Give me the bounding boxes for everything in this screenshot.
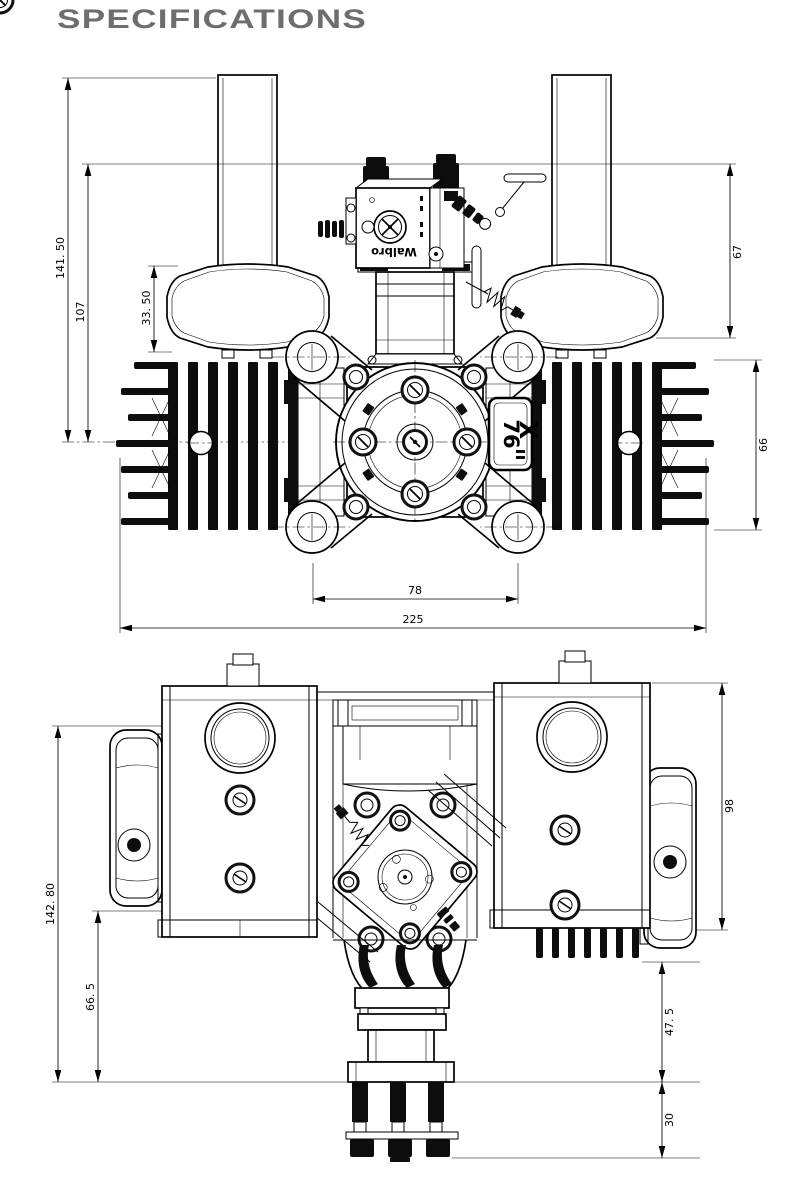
dim-overall-depth: 142. 80 [44, 883, 57, 925]
fuel-nipple [436, 906, 460, 932]
fuel-inlet-barb [318, 197, 357, 245]
walbro-logo-text: Walbro [371, 245, 417, 259]
muffler-side-left [109, 729, 167, 907]
badge-series: X [514, 421, 542, 440]
crankshaft-center [396, 423, 434, 461]
impulse-barb [451, 195, 492, 230]
choke-lever [495, 173, 547, 217]
dim-hub-length: 47. 5 [663, 1008, 676, 1036]
dim-muffler-height: 33. 50 [140, 291, 153, 326]
idle-screw-spring [333, 804, 370, 846]
head-screw [549, 814, 581, 921]
carburetor: Walbro [318, 154, 547, 320]
carburetor-top-view [332, 773, 507, 950]
cylinder-block-right [489, 650, 651, 958]
front-view: 141. 50 107 33. 50 67 66 78 225 [0, 0, 770, 633]
page-title: SPECIFICATIONS [57, 4, 368, 34]
muffler-stack-right [500, 74, 664, 359]
crankcase [0, 0, 497, 524]
dim-prop-bolt-length: 30 [663, 1113, 676, 1127]
pump-cover [361, 197, 407, 244]
dim-cylinder-height: 66 [757, 438, 770, 452]
engine-badge: 76 X [487, 396, 542, 472]
dim-head-width: 98 [723, 799, 736, 813]
head-screw [224, 784, 256, 894]
badge-model: 76 [499, 419, 523, 448]
front-view-dimensions: 141. 50 107 33. 50 67 66 78 225 [54, 77, 770, 633]
dim-carb-to-muffler: 67 [731, 245, 744, 259]
center-manifold [309, 691, 494, 963]
dim-mount-to-hub: 66. 5 [84, 983, 97, 1011]
dim-carb-to-crank: 107 [74, 302, 87, 323]
prop-studs [345, 1082, 459, 1162]
dim-overall-height: 141. 50 [54, 237, 67, 279]
flange-nubs [362, 403, 468, 481]
carb-corner-screws [337, 809, 473, 945]
intake-manifold [357, 261, 473, 365]
muffler-stack [166, 74, 330, 359]
head-fins [536, 928, 639, 958]
dim-overall-width: 225 [403, 613, 424, 626]
muffler-side-right [639, 767, 697, 949]
dim-mount-spacing: 78 [408, 584, 422, 597]
top-view: 142. 80 66. 5 98 47. 5 30 [44, 650, 736, 1162]
mounting-lug [272, 330, 373, 422]
crankcase-nose [333, 939, 477, 1083]
cylinder-left [116, 362, 345, 530]
hub-bolt [0, 0, 15, 15]
throttle-lever [428, 245, 525, 320]
top-view-dimensions: 142. 80 66. 5 98 47. 5 30 [44, 682, 736, 1159]
cylinder-block-left [157, 653, 318, 938]
